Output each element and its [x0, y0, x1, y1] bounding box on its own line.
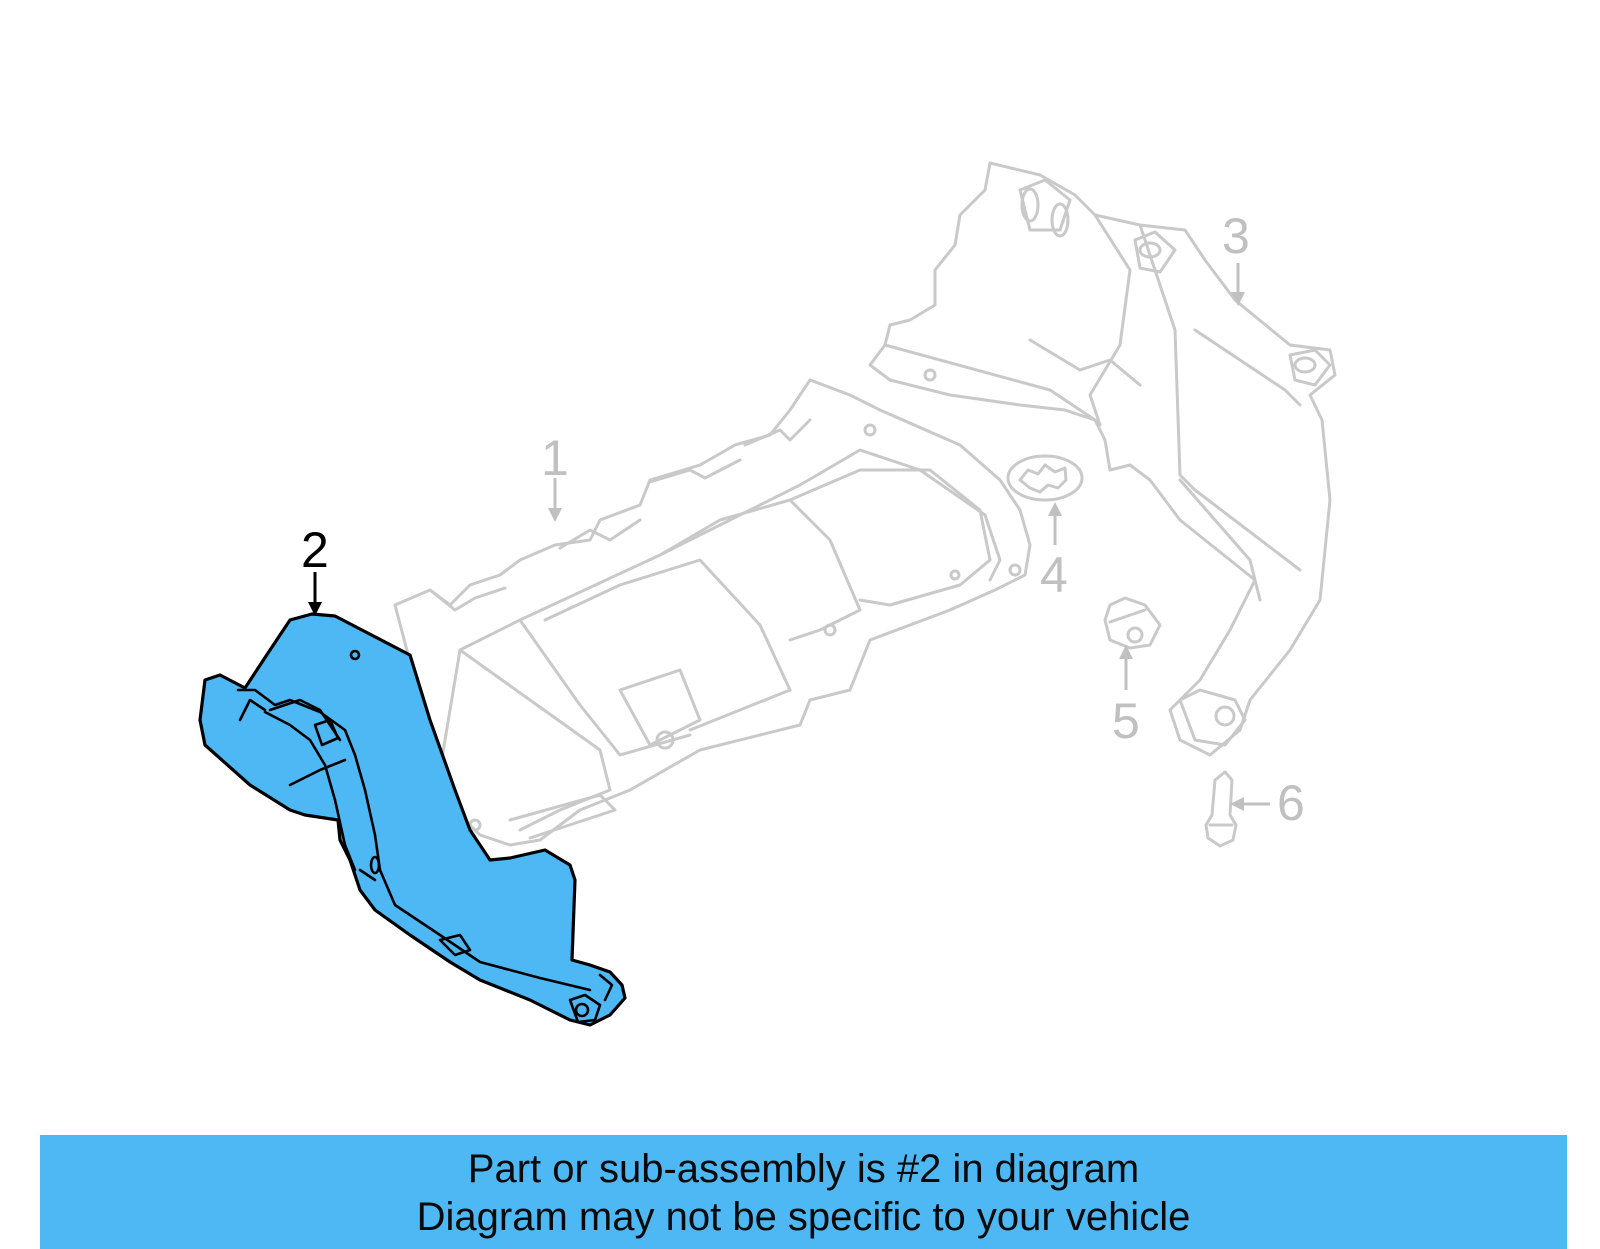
part-6-bolt [1204, 770, 1238, 848]
callout-4: 4 [1040, 547, 1068, 603]
part-4-clip [1006, 454, 1084, 502]
callout-arrows [308, 263, 1270, 811]
part-2-splash-shield [198, 612, 627, 1027]
part-3-bracket [868, 161, 1337, 757]
callout-5: 5 [1112, 693, 1140, 749]
part-1-cover [393, 378, 1032, 847]
info-banner: Part or sub-assembly is #2 in diagram Di… [40, 1135, 1567, 1249]
callout-2: 2 [301, 522, 329, 578]
callout-1: 1 [541, 430, 569, 486]
banner-line-part: Part or sub-assembly is #2 in diagram [467, 1147, 1140, 1191]
banner-line-disclaimer: Diagram may not be specific to your vehi… [416, 1195, 1191, 1239]
part-5-nut [1103, 596, 1162, 650]
callout-6: 6 [1277, 775, 1305, 831]
callout-3: 3 [1222, 208, 1250, 264]
